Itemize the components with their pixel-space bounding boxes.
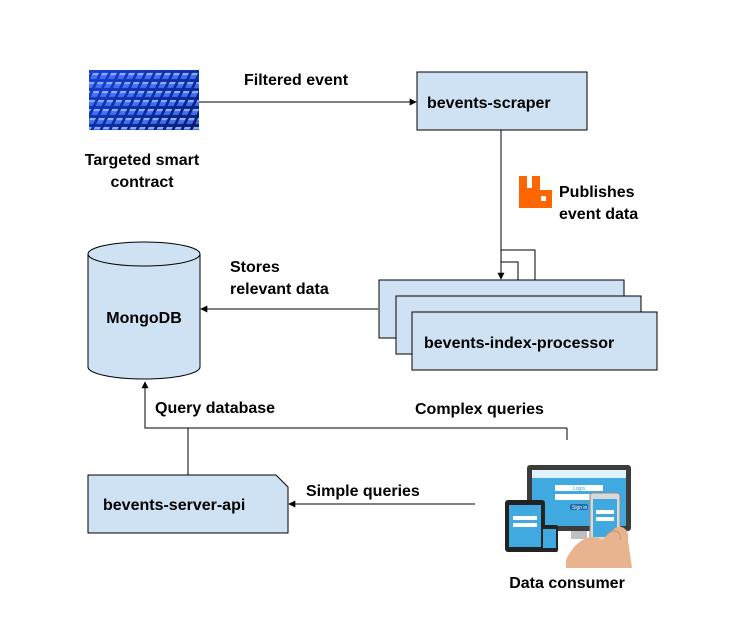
simple-queries-label: Simple queries (306, 483, 420, 500)
contract-label-line1: Targeted smart (85, 152, 200, 169)
login-button-text: Login (573, 486, 585, 492)
stores-label-line2: relevant data (230, 281, 329, 298)
scraper-box (416, 71, 588, 131)
server-api-box (87, 474, 289, 534)
mongodb-cylinder (87, 241, 201, 380)
publishes-label-line2: event data (559, 206, 638, 223)
rabbitmq-icon (519, 176, 552, 208)
signin-button-text: Sign in (572, 505, 588, 511)
publishes-label-line1: Publishes (559, 184, 635, 201)
contract-label-line2: contract (110, 174, 174, 191)
processor-box (411, 311, 658, 371)
query-database-label: Query database (155, 400, 275, 417)
processor-label: bevents-index-processor (424, 335, 614, 352)
server-api-label: bevents-server-api (103, 497, 245, 514)
complex-queries-label: Complex queries (415, 401, 544, 418)
scraper-label: bevents-scraper (427, 95, 551, 112)
stores-label-line1: Stores (230, 259, 280, 276)
query-database-arrow (141, 381, 189, 475)
devices-icon (505, 465, 632, 568)
filtered-event-label: Filtered event (244, 72, 349, 89)
processor-stack (378, 279, 658, 371)
mongodb-label: MongoDB (106, 310, 182, 327)
blockchain-grid-icon (89, 70, 199, 130)
data-consumer-label: Data consumer (509, 575, 625, 592)
